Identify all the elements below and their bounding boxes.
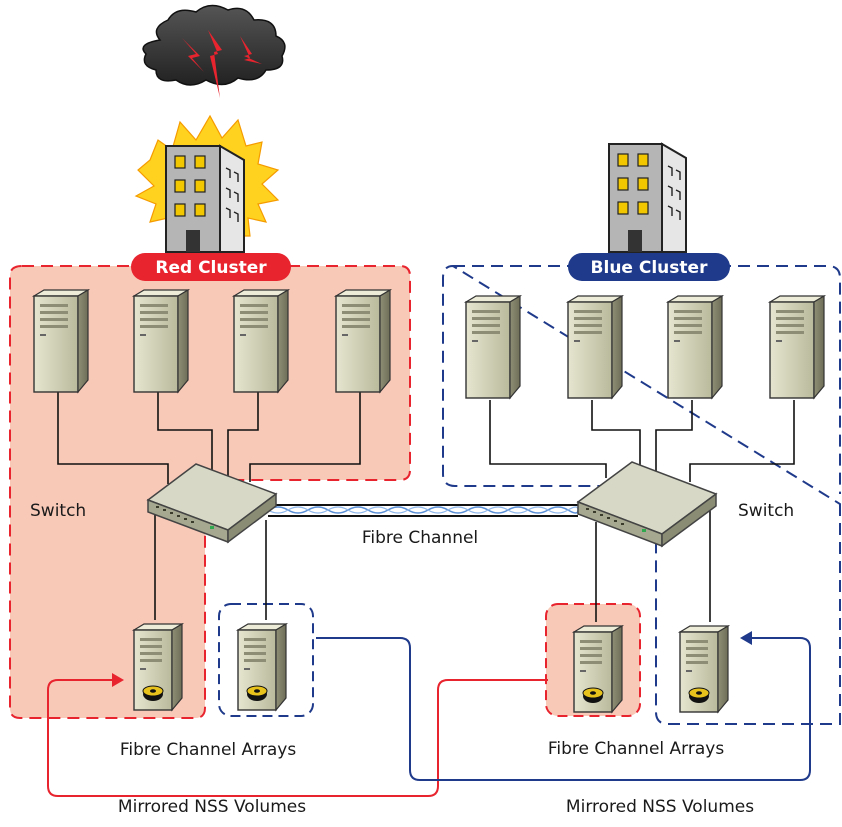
disk-array-icon — [571, 624, 625, 714]
server-icon — [767, 294, 827, 400]
arrays-label-right: Fibre Channel Arrays — [548, 739, 725, 759]
server-icon — [31, 288, 91, 394]
blue-cluster-label: Blue Cluster — [591, 258, 709, 278]
mirrored-label-right: Mirrored NSS Volumes — [566, 797, 754, 817]
disk-array-icon — [677, 624, 731, 714]
arrays-label-left: Fibre Channel Arrays — [120, 740, 297, 760]
server-icon — [565, 294, 625, 400]
server-icon — [665, 294, 725, 400]
disk-array-icon — [235, 622, 289, 712]
building-icon — [608, 142, 687, 253]
server-icon — [131, 288, 191, 394]
server-icon — [463, 294, 523, 400]
mirrored-label-left: Mirrored NSS Volumes — [118, 797, 306, 817]
switch-label-right: Switch — [738, 501, 794, 521]
switch-icon — [146, 463, 278, 544]
fibre-channel-label: Fibre Channel — [362, 528, 478, 548]
storm-cloud-icon — [142, 4, 286, 98]
burning-building-icon — [134, 114, 280, 253]
fibre-channel-link — [267, 504, 579, 517]
red-cluster-pill: Red Cluster — [131, 253, 291, 281]
mirror-lines — [47, 631, 811, 797]
server-icon — [231, 288, 291, 394]
lightning-icon — [182, 38, 204, 72]
switch-label-left: Switch — [30, 501, 86, 521]
red-cluster-label: Red Cluster — [155, 258, 267, 278]
blue-cluster-region — [442, 264, 841, 725]
switch-icon — [576, 461, 718, 548]
red-cluster-region — [9, 265, 411, 719]
disk-array-icon — [131, 622, 185, 712]
server-icon — [333, 288, 393, 394]
blue-cluster-pill: Blue Cluster — [568, 253, 730, 281]
network-wires — [57, 392, 795, 622]
